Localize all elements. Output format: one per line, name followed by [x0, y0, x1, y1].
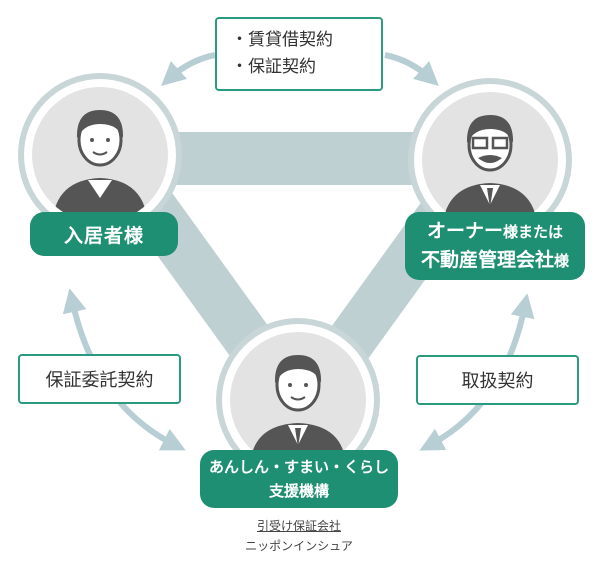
org-label-line2: 支援機構 [268, 482, 329, 500]
arrow-top-right [384, 52, 439, 87]
arrow-top-left [161, 52, 216, 87]
guarantee-consignment-box: 保証委託契約 [18, 354, 181, 404]
handling-contract-label: 取扱契約 [461, 371, 534, 392]
top-contract-item: ・賃貸借契約 [231, 30, 333, 50]
guarantee-consignment-label: 保証委託契約 [45, 370, 154, 391]
org-label: あんしん・すまい・くらし 支援機構 [200, 450, 398, 508]
band-top [150, 132, 440, 185]
owner-label-main-2: 不動産管理会社 [420, 249, 554, 271]
guarantor-caption: 引受け保証会社 ニッポンインシュア [200, 516, 398, 556]
top-contract-box: ・賃貸借契約 ・保証契約 [215, 17, 383, 91]
owner-label-main-1: オーナー [426, 220, 503, 242]
tenant-label: 入居者様 [30, 212, 178, 256]
guarantor-caption-line1: 引受け保証会社 [256, 519, 341, 533]
guarantor-caption-line2: ニッポンインシュア [245, 539, 353, 553]
owner-label: オーナー様または 不動産管理会社様 [405, 212, 585, 280]
handling-contract-box: 取扱契約 [416, 355, 579, 405]
owner-label-small-1: 様または [503, 223, 564, 241]
top-contract-item: ・保証契約 [231, 57, 316, 77]
owner-label-small-2: 様 [554, 252, 570, 270]
tenant-label-text: 入居者様 [63, 224, 144, 247]
org-label-line1: あんしん・すまい・くらし [208, 458, 389, 476]
